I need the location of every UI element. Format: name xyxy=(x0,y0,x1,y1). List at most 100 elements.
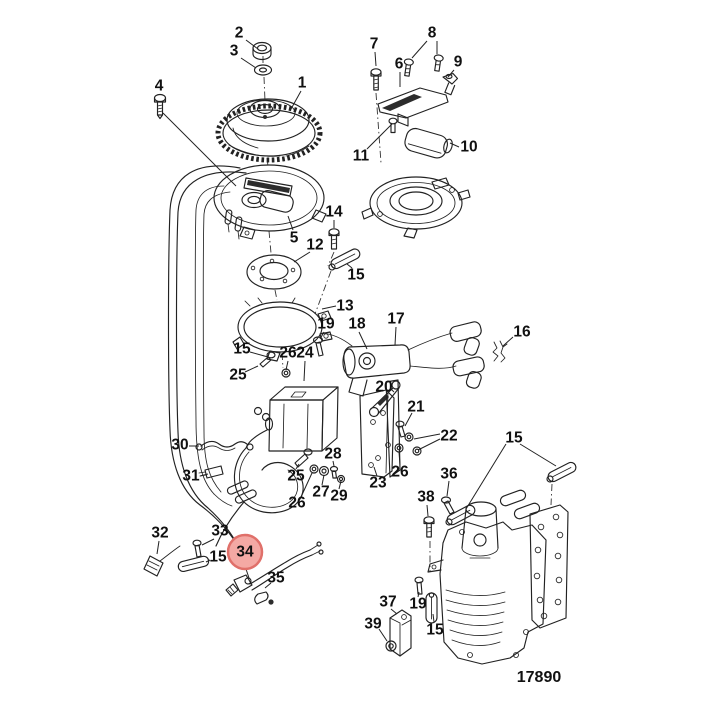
callout-leader-23 xyxy=(373,466,378,477)
callout-25: 25 xyxy=(287,468,305,485)
callout-22: 22 xyxy=(440,428,457,445)
callout-leader-17 xyxy=(394,326,397,346)
callout-24: 24 xyxy=(296,345,314,362)
callout-leader-15 xyxy=(205,559,211,563)
callout-19: 19 xyxy=(317,316,335,333)
callout-17: 17 xyxy=(387,311,404,328)
callout-7: 7 xyxy=(370,36,379,53)
callout-15: 15 xyxy=(347,267,365,284)
callout-leader-26 xyxy=(285,360,289,371)
callout-leader-22 xyxy=(417,438,441,451)
part-4-bolt xyxy=(153,93,167,120)
callout-leader-9 xyxy=(447,69,455,78)
drawing-part-number: 17890 xyxy=(517,669,562,686)
callout-leader-28 xyxy=(332,460,335,467)
callout-leader-16 xyxy=(502,336,514,347)
part-32-connector xyxy=(143,545,181,577)
callout-6: 6 xyxy=(395,56,404,73)
highlighted-part-circle[interactable] xyxy=(226,533,264,571)
part-23-bracket xyxy=(359,379,401,478)
callout-23: 23 xyxy=(369,475,387,492)
callout-10: 10 xyxy=(460,139,477,156)
callout-leader-39 xyxy=(378,628,388,642)
callout-30: 30 xyxy=(171,437,188,454)
part-26-washer-b xyxy=(309,464,319,474)
callout-39: 39 xyxy=(364,616,382,633)
part-3-washer xyxy=(253,64,273,76)
callout-leader-18 xyxy=(358,331,368,350)
callout-26: 26 xyxy=(279,345,297,362)
part-15-sleeves-c xyxy=(445,461,577,526)
part-20-link xyxy=(368,380,401,418)
callout-leader-26 xyxy=(300,472,313,498)
callout-leader-37 xyxy=(390,608,398,615)
callout-27: 27 xyxy=(312,484,329,501)
callout-4: 4 xyxy=(155,78,164,95)
callout-21: 21 xyxy=(407,399,425,416)
callout-leader-26 xyxy=(398,451,401,466)
part-15-sleeve-e xyxy=(425,592,438,624)
callout-leader-21 xyxy=(404,412,413,427)
callout-36: 36 xyxy=(440,466,458,483)
callout-leader-11 xyxy=(366,123,393,150)
part-14-bolt xyxy=(328,228,340,250)
callout-leader-4 xyxy=(162,112,237,187)
callout-leader-34 xyxy=(245,568,250,579)
callout-2: 2 xyxy=(235,25,244,42)
callout-34[interactable]: 34 xyxy=(236,544,254,561)
part-5-stator xyxy=(213,164,327,240)
callout-leader-25 xyxy=(244,365,259,373)
callout-leader-15 xyxy=(519,443,557,467)
callout-31: 31 xyxy=(182,468,200,485)
callout-leader-33 xyxy=(201,538,215,546)
callout-leader-7 xyxy=(374,51,377,67)
part-34-sensor xyxy=(225,574,253,597)
part-35-lead-wire xyxy=(249,541,324,605)
callout-leader-5 xyxy=(287,215,294,231)
callout-leader-1 xyxy=(290,90,302,110)
part-26-washer-top xyxy=(281,368,291,378)
callout-35: 35 xyxy=(267,570,285,587)
callout-leader-36 xyxy=(446,480,450,497)
part-36-screw xyxy=(440,496,455,515)
part-15-sleeve-a xyxy=(328,248,361,271)
callout-28: 28 xyxy=(324,446,342,463)
trigger-plate xyxy=(361,176,471,239)
callout-leader-32 xyxy=(156,540,160,555)
callout-25: 25 xyxy=(229,367,247,384)
callout-leader-19 xyxy=(319,331,325,340)
callout-leader-15 xyxy=(249,351,269,358)
callout-leader-31 xyxy=(199,473,209,477)
part-27-washer xyxy=(318,465,330,477)
part-37-bracket xyxy=(389,609,412,657)
callout-20: 20 xyxy=(375,379,392,396)
callout-leader-20 xyxy=(390,388,395,393)
part-22-nuts xyxy=(404,432,422,456)
callout-9: 9 xyxy=(454,54,463,71)
callout-5: 5 xyxy=(290,230,299,247)
callout-leader-15 xyxy=(346,263,353,269)
callout-leader-15 xyxy=(432,613,435,623)
callout-3: 3 xyxy=(230,43,239,60)
callout-leader-10 xyxy=(449,142,460,148)
callout-12: 12 xyxy=(306,237,323,254)
part-12-plate xyxy=(246,254,302,290)
part-19-screw-b xyxy=(414,576,424,595)
part-13-ring xyxy=(232,297,333,362)
callout-leader-38 xyxy=(426,504,429,517)
part-25-screw-top xyxy=(259,351,276,368)
callout-leader-25 xyxy=(295,463,300,470)
wiring-harness xyxy=(167,165,257,547)
callout-19: 19 xyxy=(409,596,427,613)
callout-leader-3 xyxy=(240,57,257,69)
callout-leader-8 xyxy=(411,40,428,59)
part-39-grommet xyxy=(385,640,397,652)
callout-leader-27 xyxy=(321,474,325,486)
callout-leader-22 xyxy=(413,433,441,440)
part-24-cdi-box xyxy=(253,386,339,452)
callout-leader-35 xyxy=(264,582,272,589)
part-28-bolt xyxy=(329,465,339,479)
callout-leader-12 xyxy=(293,251,311,263)
